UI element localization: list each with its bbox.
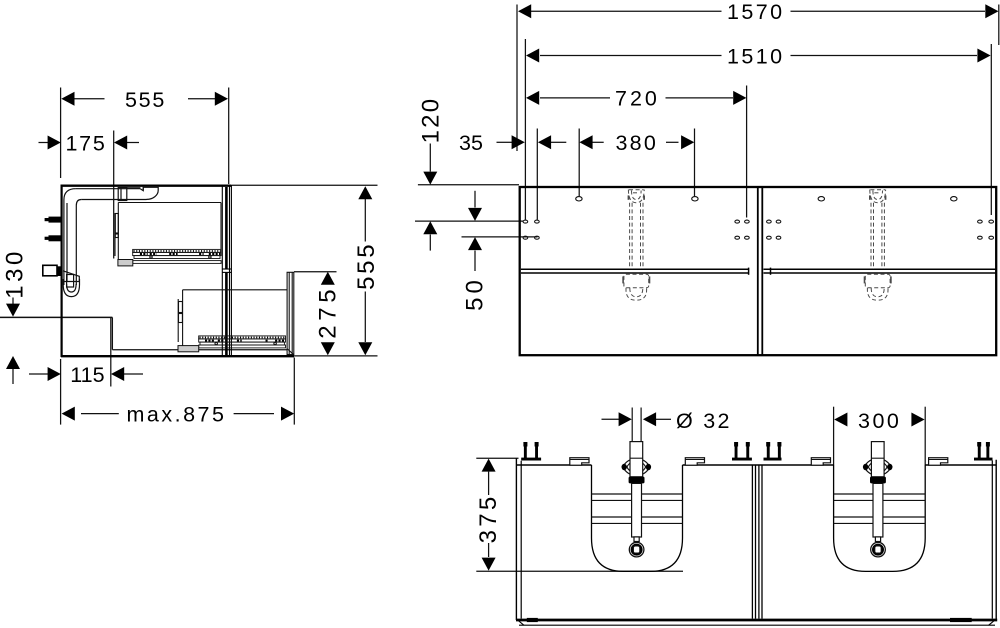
svg-text:375: 375 (475, 493, 502, 543)
svg-text:130: 130 (2, 248, 29, 299)
svg-text:380: 380 (616, 131, 658, 155)
svg-text:Ø 32: Ø 32 (676, 409, 732, 433)
svg-text:720: 720 (615, 87, 660, 111)
svg-text:35: 35 (459, 131, 483, 155)
svg-text:120: 120 (418, 97, 445, 144)
svg-text:555: 555 (353, 242, 380, 290)
svg-text:max.875: max.875 (127, 403, 227, 427)
svg-text:115: 115 (70, 363, 104, 387)
svg-text:1510: 1510 (727, 44, 784, 68)
svg-text:175: 175 (66, 132, 107, 156)
svg-text:50: 50 (462, 276, 489, 311)
svg-text:300: 300 (858, 409, 901, 433)
svg-text:555: 555 (125, 88, 166, 112)
svg-text:275: 275 (314, 285, 341, 339)
svg-text:1570: 1570 (727, 0, 784, 24)
